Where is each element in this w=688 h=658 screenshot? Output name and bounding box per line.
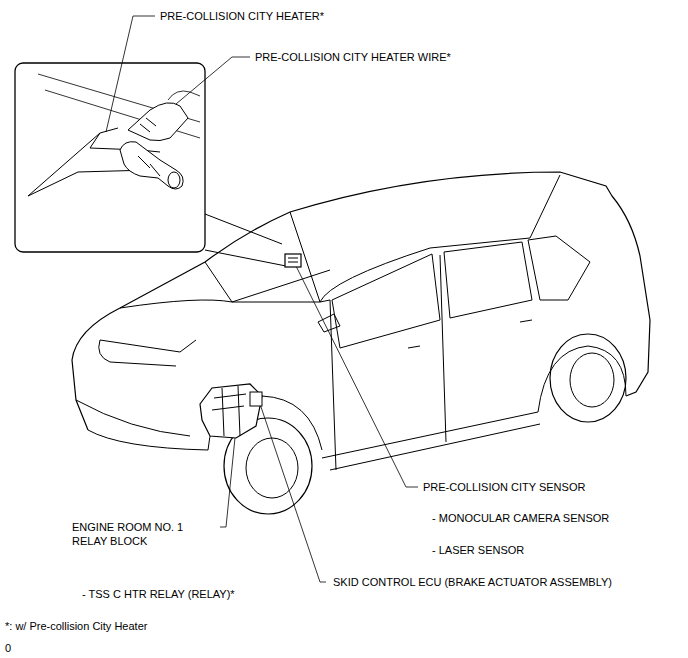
figure-number: 0 [5, 641, 11, 655]
part-name: PRE-COLLISION CITY HEATER WIRE* [255, 50, 451, 64]
part-name: PRE-COLLISION CITY SENSOR [423, 480, 585, 494]
part-name: SKID CONTROL ECU (BRAKE ACTUATOR ASSEMBL… [333, 575, 612, 589]
part-name: PRE-COLLISION CITY HEATER* [160, 9, 324, 23]
footnote: *: w/ Pre-collision City Heater [5, 619, 147, 633]
sub-part-name: - TSS C HTR RELAY (RELAY)* [82, 587, 235, 601]
sub-part-name: - MONOCULAR CAMERA SENSOR [432, 511, 609, 525]
sub-part-name: - LASER SENSOR [432, 543, 524, 557]
part-name: ENGINE ROOM NO. 1 RELAY BLOCK [72, 520, 202, 548]
